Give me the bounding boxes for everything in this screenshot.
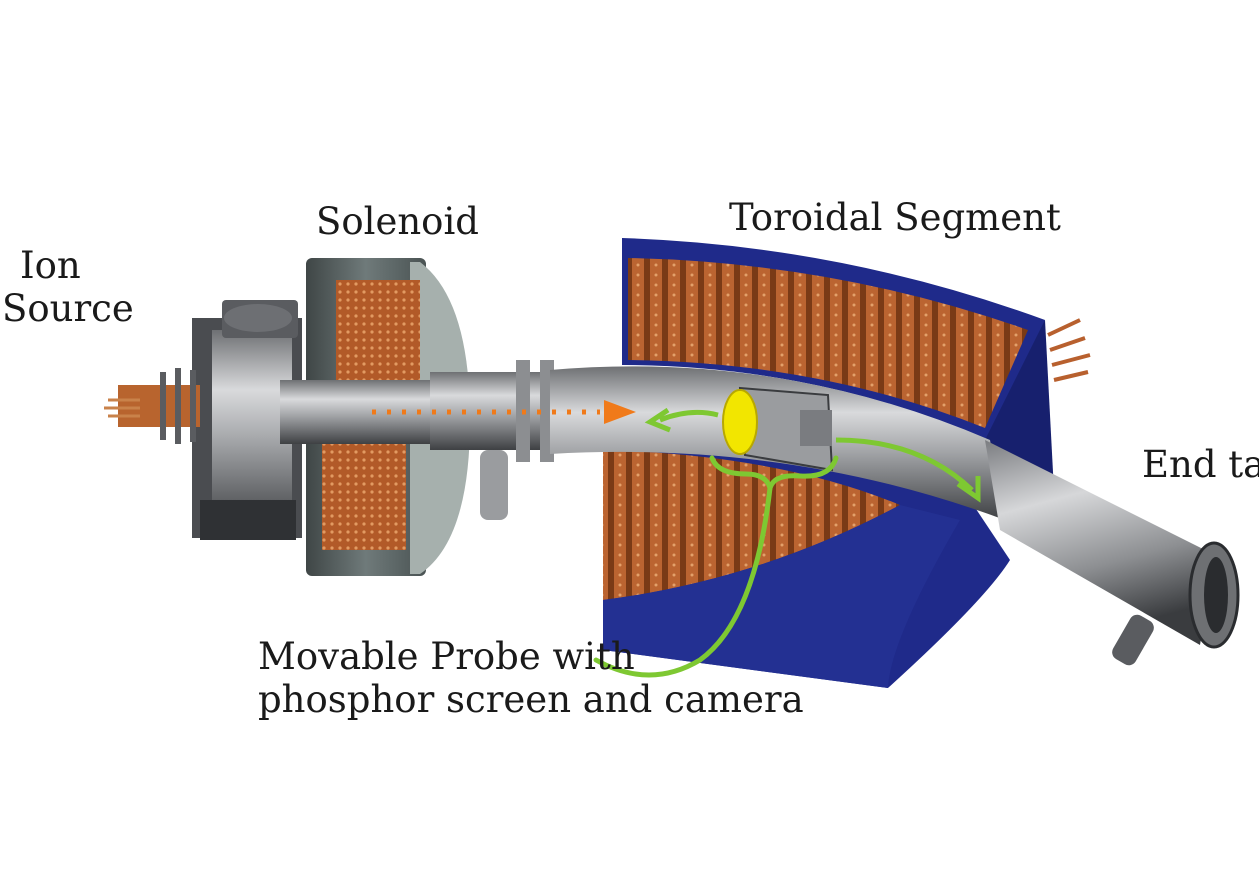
solenoid-coil-bottom <box>322 438 406 550</box>
movable-probe-label-line1: Movable Probe with <box>258 635 635 678</box>
toroidal-segment-label: Toroidal Segment <box>729 196 1061 239</box>
feed-rods <box>104 398 140 418</box>
toroid-coils-top <box>628 258 1028 428</box>
ion-source-port-cap <box>224 304 292 332</box>
end-tank-port <box>1112 614 1154 666</box>
feed-fins <box>160 368 196 444</box>
travel-arrow-upstream <box>659 409 719 423</box>
movable-probe <box>722 386 834 472</box>
ion-source <box>104 300 302 540</box>
movable-probe-label: Movable Probe with phosphor screen and c… <box>258 635 804 721</box>
beam-direction <box>372 400 636 424</box>
solenoid-label: Solenoid <box>316 200 479 243</box>
travel-arrow-downstream-head <box>956 476 981 503</box>
movable-probe-label-line2: phosphor screen and camera <box>258 678 804 721</box>
beam-arrowhead <box>604 400 636 424</box>
coil-leads <box>1047 318 1091 382</box>
ion-source-copper-feed <box>118 385 200 427</box>
beam-pipe <box>280 360 1240 666</box>
probe-callout <box>593 455 839 678</box>
solenoid-coil-top <box>336 280 420 380</box>
ion-source-label-line1: Ion <box>20 244 81 287</box>
end-tank-body <box>985 440 1215 645</box>
toroid-coils-bottom <box>603 450 900 600</box>
phosphor-screen <box>722 389 758 455</box>
camera-body <box>800 410 832 446</box>
probe-leader <box>593 485 773 678</box>
end-tank-label: End tank <box>1142 443 1259 486</box>
end-tank-opening <box>1204 557 1228 633</box>
diagnostic-port <box>480 450 508 520</box>
pipe-section-solenoid <box>280 380 430 444</box>
probe-travel-arrows <box>644 407 981 503</box>
travel-arrow-upstream-head <box>644 407 671 433</box>
toroidal-segment <box>603 238 1091 688</box>
travel-arrow-downstream <box>835 437 974 492</box>
ion-source-base <box>200 500 296 540</box>
ion-source-label: Ion Source <box>2 244 134 330</box>
ion-source-chamber <box>212 330 292 530</box>
toroid-bottom-face <box>603 505 960 688</box>
ion-source-label-line2: Source <box>2 287 134 330</box>
